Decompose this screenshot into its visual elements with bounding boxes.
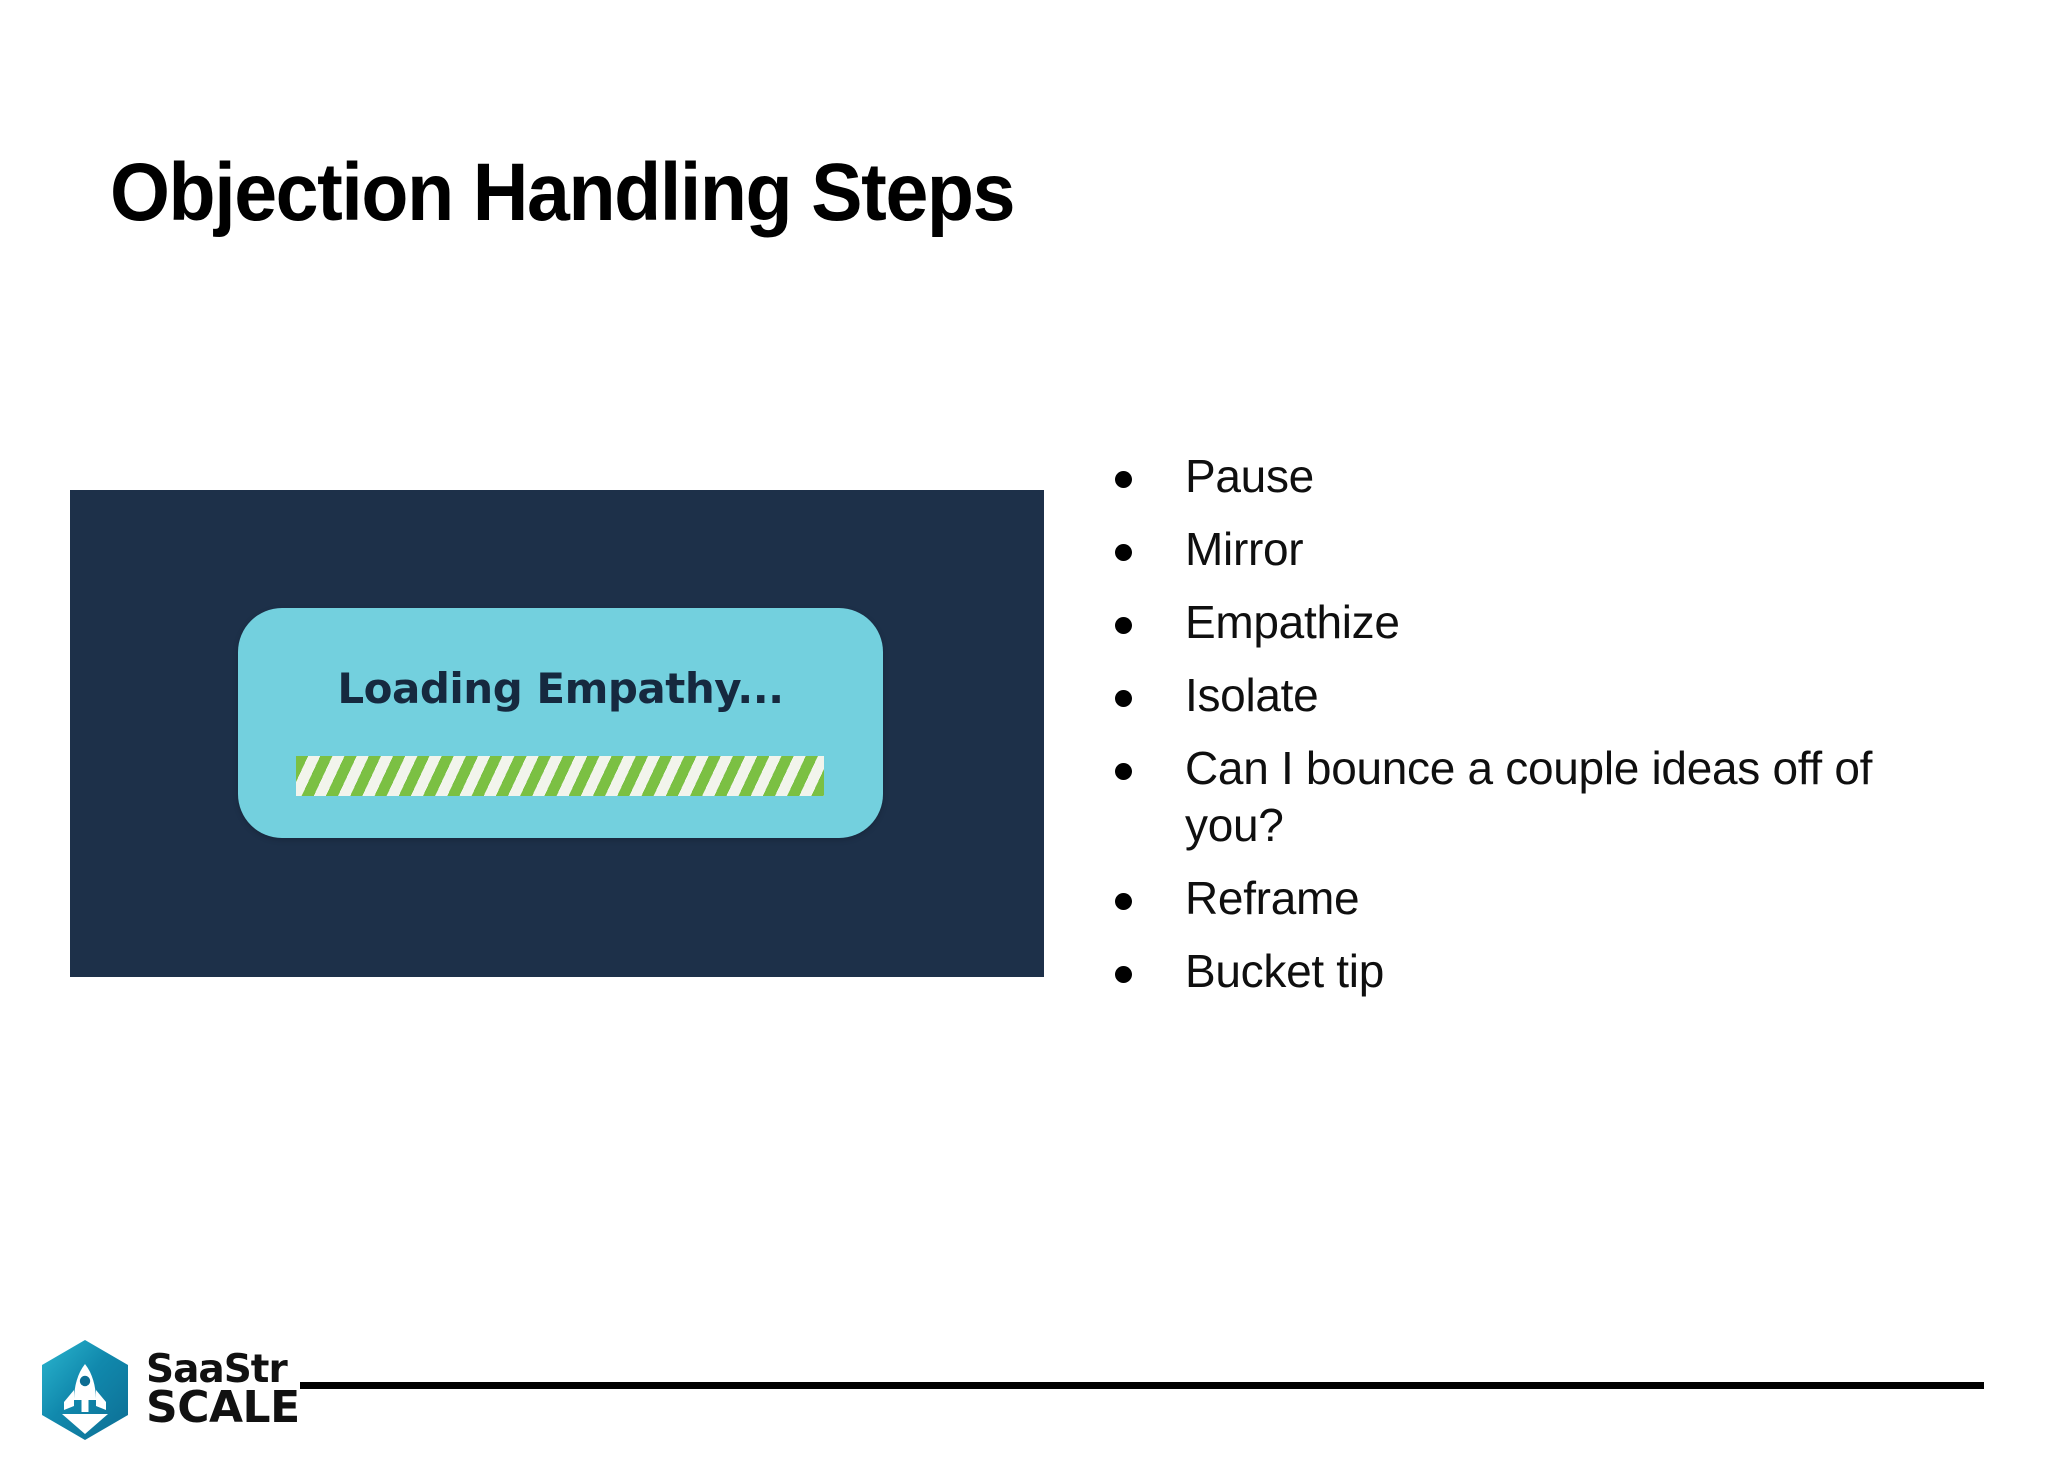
bullet-dot-icon bbox=[1115, 544, 1132, 562]
list-item-label: Can I bounce a couple ideas off of you? bbox=[1185, 742, 1873, 851]
list-item-label: Pause bbox=[1185, 450, 1314, 502]
meme-image-panel: Loading Empathy... bbox=[70, 490, 1044, 977]
objection-steps-list: Pause Mirror Empathize Isolate Can I bou… bbox=[1115, 448, 1975, 1016]
bullet-dot-icon bbox=[1115, 471, 1132, 488]
bullet-dot-icon bbox=[1115, 690, 1132, 708]
list-item-label: Isolate bbox=[1185, 669, 1319, 722]
list-item: Can I bounce a couple ideas off of you? bbox=[1115, 740, 1975, 852]
list-item: Pause bbox=[1115, 448, 1975, 504]
logo-wordmark: SaaStr SCALE bbox=[146, 1346, 300, 1433]
list-item-label: Reframe bbox=[1185, 871, 1360, 924]
logo-brand-saastr: SaaStr bbox=[146, 1346, 288, 1392]
bullet-dot-icon bbox=[1115, 763, 1132, 781]
logo-brand-scale: SCALE bbox=[146, 1381, 300, 1433]
list-item: Bucket tip bbox=[1115, 943, 1975, 999]
progress-bar bbox=[296, 756, 824, 796]
bullet-dot-icon bbox=[1115, 965, 1132, 983]
bullet-dot-icon bbox=[1115, 617, 1132, 635]
loading-empathy-card: Loading Empathy... bbox=[238, 608, 883, 838]
saastr-scale-logo: SaaStr SCALE bbox=[38, 1338, 300, 1442]
page-title: Objection Handling Steps bbox=[110, 147, 1015, 238]
list-item-label: Empathize bbox=[1185, 596, 1400, 649]
list-item: Empathize bbox=[1115, 594, 1975, 650]
list-item-label: Mirror bbox=[1185, 523, 1304, 576]
bullet-dot-icon bbox=[1115, 892, 1132, 910]
list-item: Isolate bbox=[1115, 667, 1975, 723]
list-item-label: Bucket tip bbox=[1185, 944, 1384, 997]
rocket-hexagon-icon bbox=[38, 1338, 132, 1442]
footer-divider bbox=[300, 1382, 1984, 1389]
list-item: Mirror bbox=[1115, 521, 1975, 577]
list-item: Reframe bbox=[1115, 870, 1975, 926]
loading-empathy-label: Loading Empathy... bbox=[337, 664, 784, 713]
